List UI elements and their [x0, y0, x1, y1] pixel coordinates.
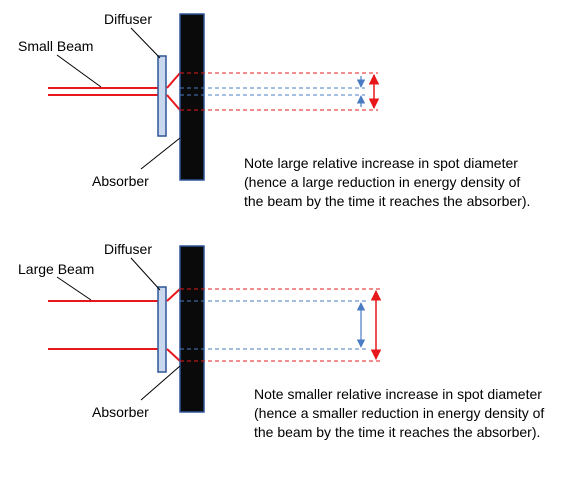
- absorber-bottom-leader: [140, 365, 181, 401]
- absorber-top: [179, 13, 205, 181]
- large-beam-spread-lower: [166, 348, 181, 362]
- absorber-top-leader: [140, 137, 181, 170]
- large-beam-spread-upper: [166, 288, 181, 302]
- small-beam-spread-lower: [166, 94, 181, 111]
- note-bottom-line: (hence a smaller reduction in energy den…: [254, 405, 545, 421]
- note-top-line: Note large relative increase in spot dia…: [244, 155, 518, 171]
- note-bottom-line: the beam by the time it reaches the abso…: [254, 424, 541, 440]
- small-beam-label: Small Beam: [18, 38, 93, 54]
- note-bottom: Note smaller relative increase in spot d…: [254, 385, 544, 442]
- note-top: Note large relative increase in spot dia…: [244, 154, 530, 211]
- large-beam-leader: [56, 276, 92, 301]
- diffuser-bottom-label: Diffuser: [104, 241, 152, 257]
- diffuser-bottom-leader: [130, 257, 161, 291]
- diffuser-bottom: [157, 286, 167, 373]
- absorber-bottom: [179, 245, 205, 413]
- note-top-line: (hence a large reduction in energy densi…: [244, 174, 521, 190]
- large-beam-label: Large Beam: [18, 261, 94, 277]
- diffuser-top: [157, 55, 167, 137]
- diffuser-top-label: Diffuser: [104, 11, 152, 27]
- bottom-panel: Large Beam Diffuser Absorber: [18, 241, 382, 420]
- note-top-line: the beam by the time it reaches the abso…: [244, 193, 531, 209]
- top-panel: Small Beam Diffuser Absorber: [18, 11, 380, 189]
- small-beam-leader: [56, 54, 102, 88]
- diffuser-top-leader: [130, 27, 161, 59]
- absorber-top-label: Absorber: [92, 173, 149, 189]
- note-bottom-line: Note smaller relative increase in spot d…: [254, 386, 542, 402]
- small-beam-spread-upper: [166, 72, 181, 89]
- absorber-bottom-label: Absorber: [92, 404, 149, 420]
